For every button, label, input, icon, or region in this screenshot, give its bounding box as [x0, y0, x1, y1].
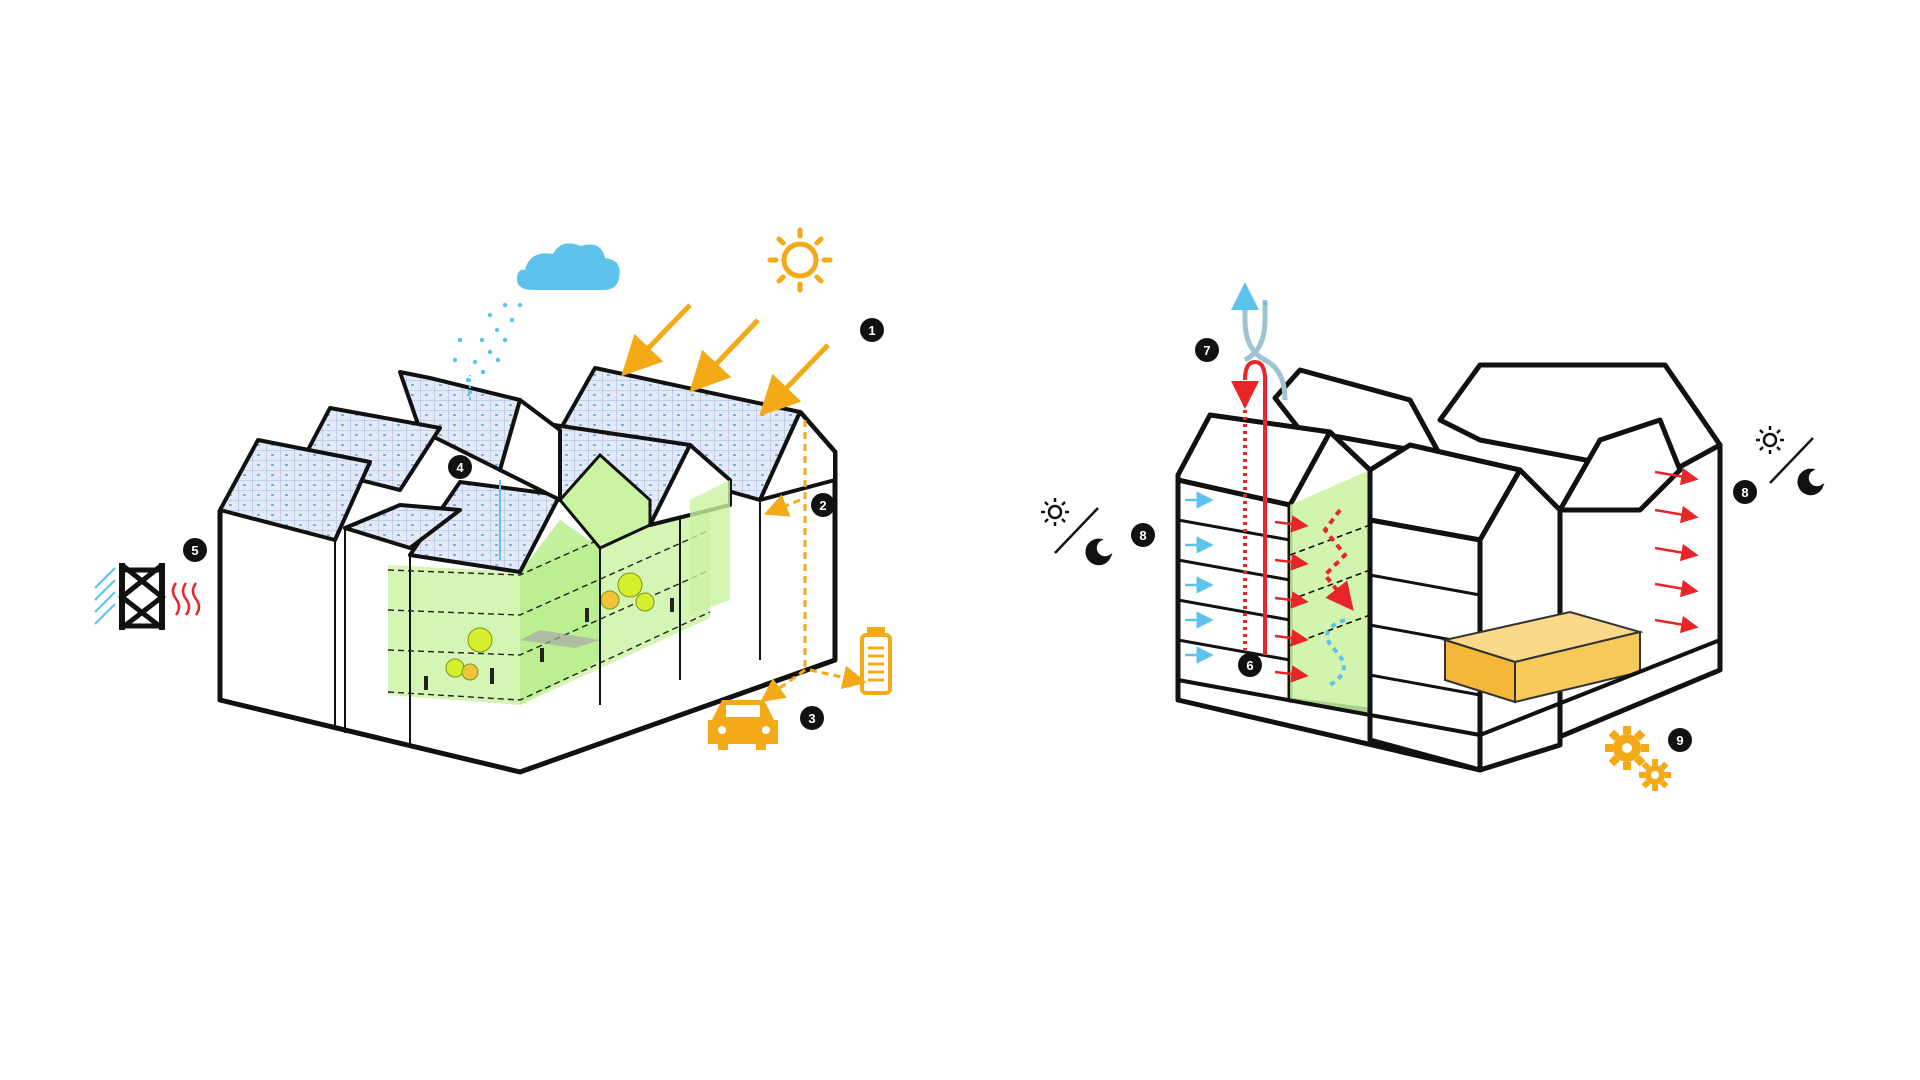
right-building: [1175, 362, 1723, 773]
svg-text:1: 1: [868, 323, 875, 338]
people: [424, 598, 674, 690]
svg-text:6: 6: [1246, 658, 1253, 673]
left-building: [217, 366, 838, 775]
solar-rays: [621, 303, 830, 417]
svg-text:2: 2: [819, 498, 826, 513]
cloud-icon: [516, 243, 620, 290]
svg-text:9: 9: [1676, 733, 1683, 748]
battery-icon: [860, 627, 892, 695]
callout-1: 1: [860, 318, 884, 342]
trees: [445, 572, 655, 681]
warm-air-arrows-right: [1654, 467, 1699, 634]
car-icon: [708, 700, 778, 750]
svg-text:8: 8: [1741, 485, 1748, 500]
sun-moon-icon-right: [1756, 426, 1825, 496]
green-atrium-right: [1290, 470, 1370, 715]
svg-text:7: 7: [1203, 343, 1210, 358]
callout-7: 7: [1195, 338, 1219, 362]
svg-text:4: 4: [456, 460, 464, 475]
callout-3: 3: [800, 706, 824, 730]
energy-route: [760, 420, 867, 702]
rain-drops: [452, 302, 523, 395]
callout-2: 2: [811, 493, 835, 517]
thermal-storage: [1441, 610, 1644, 704]
callout-8-left: 8: [1131, 523, 1155, 547]
warm-air-arrows-left: [1274, 515, 1309, 683]
gears-icon: [1605, 726, 1671, 791]
callout-8-right: 8: [1733, 480, 1757, 504]
svg-text:5: 5: [191, 543, 198, 558]
sun-icon: [767, 227, 833, 293]
callout-4: 4: [448, 455, 472, 479]
ventilation-icon: [94, 563, 201, 630]
callout-6: 6: [1238, 653, 1262, 677]
cool-air-arrows: [1185, 491, 1214, 664]
callout-5: 5: [183, 538, 207, 562]
sun-moon-icon: [1041, 498, 1113, 566]
heat-exchanger-icon: [1231, 282, 1288, 655]
svg-text:3: 3: [808, 711, 815, 726]
svg-text:8: 8: [1139, 528, 1146, 543]
callout-9: 9: [1668, 728, 1692, 752]
